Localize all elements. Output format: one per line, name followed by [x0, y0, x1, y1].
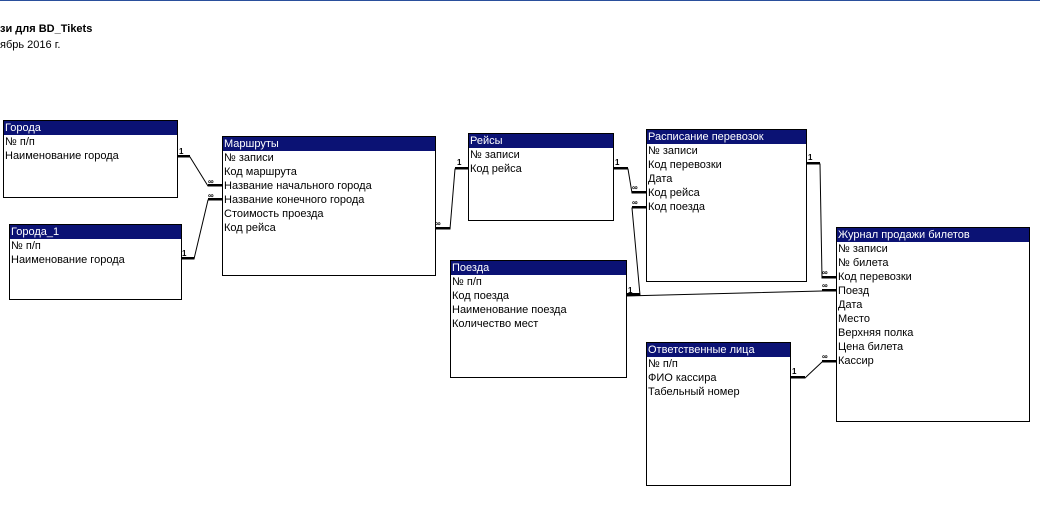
field[interactable]: Наименование поезда [452, 304, 567, 316]
card-many-goroda1: ∞ [208, 191, 214, 200]
table-raspisanie[interactable]: Расписание перевозок № записи Код перево… [646, 129, 807, 282]
table-otvetstvennye[interactable]: Ответственные лица № п/п ФИО кассира Таб… [646, 342, 791, 486]
report-date: ябрь 2016 г. [0, 39, 61, 51]
rel-line-goroda1-marshruty [181, 199, 224, 260]
field[interactable]: Наименование города [5, 150, 119, 162]
field-list: № записи Код рейса [469, 148, 613, 176]
report-title: зи для BD_Tikets [0, 23, 93, 35]
card-one-otv-zh: 1 [792, 367, 797, 376]
field[interactable]: Дата [648, 173, 673, 185]
field[interactable]: Название конечного города [224, 194, 365, 206]
card-many-reysy-r: ∞ [632, 183, 638, 192]
top-border [0, 0, 1040, 1]
field[interactable]: Наименование города [11, 254, 125, 266]
card-one-poezda-r: 1 [628, 286, 633, 295]
relationship-lines [177, 155, 837, 379]
card-many-poezda-zh: ∞ [822, 281, 828, 290]
field[interactable]: Количество мест [452, 318, 539, 330]
table-title: Маршруты [223, 137, 435, 151]
table-title: Расписание перевозок [647, 130, 806, 144]
rel-line-otvetstvennye-zhurnal [790, 361, 837, 379]
card-one-reysy-r: 1 [615, 158, 620, 167]
field[interactable]: № п/п [648, 358, 678, 370]
table-title: Рейсы [469, 134, 613, 148]
field[interactable]: № записи [224, 152, 274, 164]
rel-line-poezda-raspisanie [626, 207, 648, 296]
field[interactable]: № билета [838, 257, 889, 269]
field-list: № записи № билета Код перевозки Поезд Да… [837, 242, 1029, 368]
field[interactable]: Код перевозки [838, 271, 912, 283]
field[interactable]: Стоимость проезда [224, 208, 324, 220]
card-many-otv-zh: ∞ [822, 352, 828, 361]
table-goroda-1[interactable]: Города_1 № п/п Наименование города [9, 224, 182, 300]
field-list: № записи Код перевозки Дата Код рейса Ко… [647, 144, 806, 214]
card-many-goroda: ∞ [208, 177, 214, 186]
card-one-goroda: 1 [179, 147, 184, 156]
table-zhurnal[interactable]: Журнал продажи билетов № записи № билета… [836, 227, 1030, 422]
table-poezda[interactable]: Поезда № п/п Код поезда Наименование пое… [450, 260, 627, 378]
rel-line-raspisanie-zhurnal [806, 163, 837, 279]
field-list: № п/п Наименование города [4, 135, 177, 163]
field-list: № п/п Код поезда Наименование поезда Кол… [451, 275, 626, 331]
field[interactable]: Верхняя полка [838, 327, 914, 339]
field[interactable]: Цена билета [838, 341, 904, 353]
field[interactable]: Дата [838, 299, 863, 311]
field[interactable]: Код поезда [452, 290, 510, 302]
field[interactable]: Код рейса [648, 187, 700, 199]
card-one-goroda1: 1 [182, 249, 187, 258]
field[interactable]: № записи [470, 149, 520, 161]
field[interactable]: Название начального города [224, 180, 372, 192]
table-marshruty[interactable]: Маршруты № записи Код маршрута Название … [222, 136, 436, 276]
field[interactable]: Код маршрута [224, 166, 297, 178]
field[interactable]: № п/п [5, 136, 35, 148]
rel-line-goroda-marshruty [177, 156, 224, 187]
table-title: Города_1 [10, 225, 181, 239]
table-goroda[interactable]: Города № п/п Наименование города [3, 120, 178, 198]
field[interactable]: № п/п [11, 240, 41, 252]
field[interactable]: Табельный номер [648, 386, 740, 398]
rel-line-poezda-zhurnal [625, 290, 837, 297]
field[interactable]: Место [838, 313, 870, 325]
field-list: № п/п Наименование города [10, 239, 181, 267]
field[interactable]: ФИО кассира [648, 372, 717, 384]
card-many-rasp-zh: ∞ [822, 268, 828, 277]
field[interactable]: № записи [838, 243, 888, 255]
card-one-rasp-zh: 1 [808, 153, 813, 162]
table-title: Журнал продажи билетов [837, 228, 1029, 242]
field-list: № записи Код маршрута Название начальног… [223, 151, 435, 235]
table-title: Города [4, 121, 177, 135]
field[interactable]: Код перевозки [648, 159, 722, 171]
card-one-reysy-m: 1 [457, 158, 462, 167]
card-many-reysy-m: ∞ [435, 219, 441, 228]
table-title: Ответственные лица [647, 343, 790, 357]
cardinality-labels: 1 ∞ 1 ∞ 1 ∞ 1 ∞ 1 ∞ 1 ∞ ∞ 1 ∞ [179, 147, 828, 376]
field[interactable]: Код рейса [224, 222, 276, 234]
field[interactable]: № п/п [452, 276, 482, 288]
field[interactable]: № записи [648, 145, 698, 157]
field[interactable]: Код поезда [648, 201, 706, 213]
field[interactable]: Поезд [838, 285, 870, 297]
table-reysy[interactable]: Рейсы № записи Код рейса [468, 133, 614, 221]
field-list: № п/п ФИО кассира Табельный номер [647, 357, 790, 399]
rel-line-reysy-raspisanie [613, 168, 648, 194]
field[interactable]: Кассир [838, 355, 874, 367]
table-title: Поезда [451, 261, 626, 275]
card-many-poezda-r: ∞ [632, 198, 638, 207]
field[interactable]: Код рейса [470, 163, 522, 175]
